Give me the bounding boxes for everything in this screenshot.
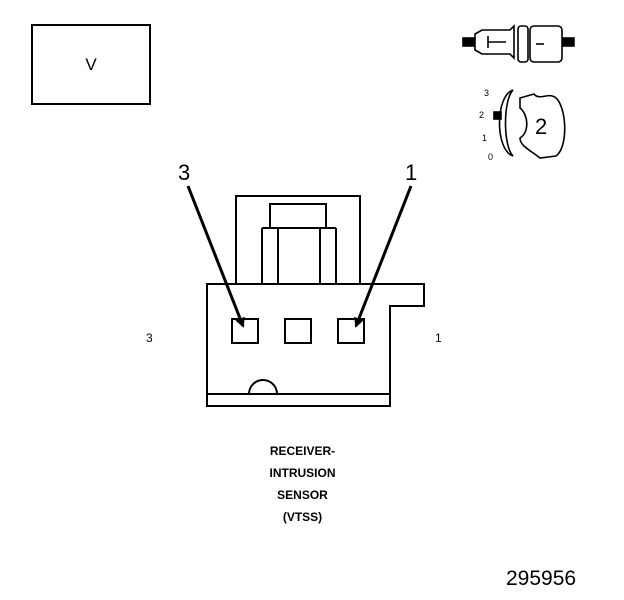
caption-line: RECEIVER- bbox=[269, 444, 336, 458]
component-caption: RECEIVER- INTRUSION SENSOR (VTSS) bbox=[230, 440, 375, 528]
locating-key bbox=[248, 379, 278, 395]
callout-arrow-1 bbox=[354, 185, 413, 328]
callout-label-1: 1 bbox=[405, 160, 418, 185]
callout-label-3: 3 bbox=[178, 160, 191, 185]
terminal-cavity-3 bbox=[231, 318, 259, 344]
connector-latch bbox=[235, 195, 361, 287]
position-selected-value: 2 bbox=[535, 114, 548, 139]
figure-number: 295956 bbox=[506, 567, 577, 590]
pin-side-label-left: 3 bbox=[146, 331, 153, 345]
connector-body bbox=[206, 283, 425, 407]
caption-line: SENSOR bbox=[277, 488, 328, 502]
terminal-cavity-2 bbox=[284, 318, 312, 344]
position-level-2: 2 bbox=[479, 110, 485, 120]
position-level-3: 3 bbox=[484, 88, 490, 98]
view-label-box: V bbox=[31, 24, 151, 105]
caption-line: (VTSS) bbox=[282, 510, 323, 524]
position-level-1: 1 bbox=[482, 133, 488, 143]
pin-side-label-right: 1 bbox=[435, 331, 442, 345]
position-level-0: 0 bbox=[488, 152, 494, 162]
callout-arrow-3 bbox=[186, 185, 245, 328]
caption-line: INTRUSION bbox=[269, 466, 336, 480]
view-label: V bbox=[85, 54, 97, 74]
position-assurance-icon bbox=[493, 89, 566, 159]
terminal-cavity-1 bbox=[337, 318, 365, 344]
connector-side-icon bbox=[462, 24, 575, 63]
